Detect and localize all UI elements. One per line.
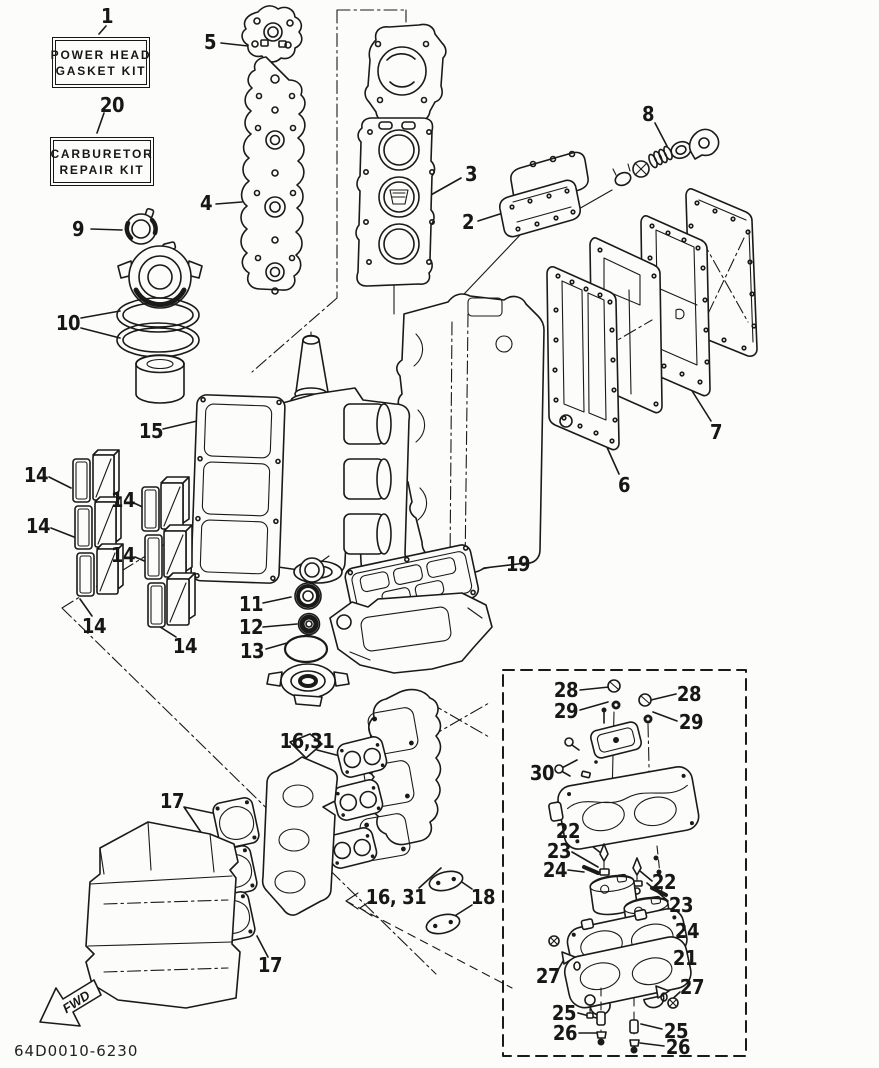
callout-27-left: 27 bbox=[535, 964, 561, 988]
callout-1: 1 bbox=[100, 4, 114, 28]
part-18-gaskets bbox=[425, 870, 464, 935]
carburetor-exploded-view bbox=[548, 679, 700, 1055]
callout-14-6: 14 bbox=[172, 634, 198, 658]
callout-11: 11 bbox=[238, 592, 264, 616]
callout-28-right: 28 bbox=[676, 682, 702, 706]
kit-box-line: CARBURETOR bbox=[50, 146, 154, 161]
kit-box-line: REPAIR KIT bbox=[59, 162, 145, 177]
callout-leader-lines bbox=[48, 25, 712, 1047]
bushing bbox=[135, 354, 185, 404]
callout-16-31-bottom: 16, 31 bbox=[365, 885, 427, 909]
part-5-gasket bbox=[241, 5, 303, 63]
callout-3: 3 bbox=[464, 162, 478, 186]
callout-26-left: 26 bbox=[552, 1021, 578, 1045]
callout-16-31-top: 16,31 bbox=[279, 729, 335, 753]
callout-29-right: 29 bbox=[678, 710, 704, 734]
callout-29-left: 29 bbox=[553, 699, 579, 723]
carburetor-repair-kit-box: CARBURETOR REPAIR KIT bbox=[50, 137, 154, 186]
part-2-exhaust-cover bbox=[499, 150, 589, 238]
fwd-arrow: FWD bbox=[39, 979, 102, 1027]
callout-14-5: 14 bbox=[81, 614, 107, 638]
callout-12: 12 bbox=[238, 615, 264, 639]
callout-23-left: 23 bbox=[546, 839, 572, 863]
callout-25-left: 25 bbox=[551, 1001, 577, 1025]
callout-13: 13 bbox=[239, 639, 265, 663]
callout-7: 7 bbox=[709, 420, 723, 444]
callout-20: 20 bbox=[99, 93, 125, 117]
part-12-seal bbox=[297, 612, 321, 636]
callout-22-left: 22 bbox=[555, 819, 581, 843]
bearing-housing bbox=[117, 241, 203, 309]
part-16-31-gaskets bbox=[326, 736, 388, 869]
callout-17-bottom: 17 bbox=[257, 953, 283, 977]
intake-manifold bbox=[359, 688, 442, 861]
callout-6: 6 bbox=[617, 473, 631, 497]
callout-22-right: 22 bbox=[651, 870, 677, 894]
part-3-head-gasket bbox=[355, 117, 436, 287]
callout-21: 21 bbox=[672, 946, 698, 970]
callout-15: 15 bbox=[138, 419, 164, 443]
callout-2: 2 bbox=[461, 210, 475, 234]
reed-valve-group-b bbox=[141, 476, 196, 628]
callout-8: 8 bbox=[641, 102, 655, 126]
callout-10: 10 bbox=[55, 311, 81, 335]
part-4-gasket bbox=[240, 56, 306, 295]
callout-19: 19 bbox=[505, 552, 531, 576]
callout-30: 30 bbox=[529, 761, 555, 785]
power-head-gasket-kit-box-inner: POWER HEAD GASKET KIT bbox=[51, 40, 150, 85]
callout-24-left: 24 bbox=[542, 858, 568, 882]
part-10-orings bbox=[116, 297, 200, 358]
callout-4: 4 bbox=[199, 191, 213, 215]
callout-27-right: 27 bbox=[679, 975, 705, 999]
part-9-seal bbox=[124, 207, 158, 245]
reed-valve-group-a bbox=[72, 449, 124, 597]
exhaust-guide-block bbox=[329, 592, 493, 674]
callout-14-3: 14 bbox=[110, 488, 136, 512]
callout-14-2: 14 bbox=[25, 514, 51, 538]
crankcase-block bbox=[256, 334, 411, 584]
callout-24-right: 24 bbox=[674, 919, 700, 943]
part-15-gasket bbox=[190, 394, 286, 584]
cylinder-head-cover bbox=[364, 23, 447, 123]
callout-23-right: 23 bbox=[668, 893, 694, 917]
callout-18: 18 bbox=[470, 885, 496, 909]
part-13-oring bbox=[283, 634, 329, 664]
callout-9: 9 bbox=[71, 217, 85, 241]
part-8-thermostat bbox=[612, 128, 720, 187]
callout-14-4: 14 bbox=[110, 543, 136, 567]
carburetor-repair-kit-box-inner: CARBURETOR REPAIR KIT bbox=[50, 140, 154, 183]
intake-adapter bbox=[261, 733, 339, 916]
part-6-gasket bbox=[546, 266, 620, 451]
catalog-code: 64D0010-6230 bbox=[14, 1042, 139, 1060]
callout-14-1: 14 bbox=[23, 463, 49, 487]
kit-box-line: POWER HEAD bbox=[50, 47, 152, 62]
callout-26-right: 26 bbox=[665, 1035, 691, 1059]
carburetor-detail-box bbox=[502, 669, 747, 1057]
lower-cylinder-body bbox=[85, 821, 241, 1009]
cylinder-block bbox=[396, 293, 545, 574]
callout-17-top: 17 bbox=[159, 789, 185, 813]
oil-seal-housing bbox=[266, 663, 350, 707]
callout-25-right: 25 bbox=[663, 1019, 689, 1043]
power-head-gasket-kit-box: POWER HEAD GASKET KIT bbox=[51, 37, 150, 88]
callout-5: 5 bbox=[203, 30, 217, 54]
part-11-ring bbox=[294, 555, 330, 610]
kit-box-line: GASKET KIT bbox=[55, 63, 147, 78]
callout-28-left: 28 bbox=[553, 678, 579, 702]
